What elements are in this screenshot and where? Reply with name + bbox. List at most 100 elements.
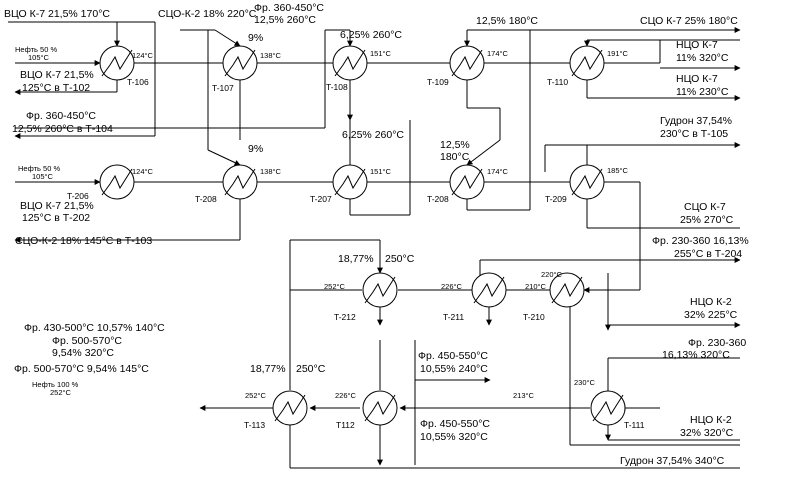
exchanger-tag: T112 [336, 420, 355, 430]
label-fr450-550-240-1: Фр. 450-550°С [418, 350, 488, 362]
exchanger-tag: T-208 [195, 194, 217, 204]
label-pct625-top: 6,25% 260°С [340, 29, 402, 41]
label-fr360-450-top-2: 12,5% 260°С [254, 14, 316, 26]
label-fr500-570-2: 9,54% 320°С [52, 347, 114, 359]
label-fr230-360-out-2: 16,13% 320°С [662, 349, 730, 361]
heat-exchanger-t-107: T-107 138°C [212, 45, 282, 93]
exchanger-tag: T-113 [244, 420, 265, 430]
exchanger-temperature: 138°C [260, 51, 282, 60]
heat-exchanger-t-113: T-113 252°C [244, 390, 308, 430]
exchanger-coil-icon [334, 49, 366, 77]
label-fr500-570-1: Фр. 500-570°С [52, 335, 122, 347]
exchanger-coil-icon [473, 276, 505, 304]
label-sco-k7-25-1: СЦО К-7 [684, 201, 726, 213]
exchanger-tag: T-107 [212, 83, 234, 93]
label-neft100-a: Нефть 100 % [32, 380, 79, 389]
label-gudron-t105-2: 230°С в Т-105 [660, 128, 728, 140]
exchanger-temperature: 124°C [132, 167, 154, 176]
exchanger-tag: T-207 [310, 194, 332, 204]
label-nco-k7-320-2: 11% 320°С [676, 52, 729, 64]
heat-exchanger-t-106: T-106 124°C [99, 45, 154, 87]
label-vco-k7-t102-1: ВЦО К-7 21,5% [20, 69, 94, 81]
exchanger-tag: T-211 [443, 312, 464, 322]
label-nco-k7-320-1: НЦО К-7 [676, 39, 718, 51]
label-fr230-360-t204-2: 255°С в Т-204 [674, 248, 742, 260]
label-pct125-mid-2: 180°С [440, 151, 470, 163]
label-pct625-mid: 6,25% 260°С [342, 129, 404, 141]
label-fr450-550-320-2: 10,55% 320°С [420, 431, 488, 443]
label-neft100-b: 252°С [50, 388, 72, 397]
label-neft50-1-b: 105°С [28, 53, 50, 62]
label-gudron-t105-1: Гудрон 37,54% [660, 115, 732, 127]
label-vco-k7-t202-1: ВЦО К-7 21,5% [20, 200, 94, 212]
label-t250-b: 250°С [296, 363, 326, 375]
exchanger-coil-icon [101, 168, 133, 196]
label-vco-k7-t202-2: 125°С в Т-202 [22, 212, 90, 224]
label-sco-k7-top: СЦО К-7 25% 180°С [640, 15, 738, 27]
exchanger-temperature: 138°C [260, 167, 282, 176]
exchanger-tag: T-209 [545, 194, 567, 204]
label-fr230-360-out-1: Фр. 230-360 [688, 337, 746, 349]
exchanger-temperature: 252°C [245, 391, 267, 400]
label-pct125-top: 12,5% 180°С [476, 15, 538, 27]
label-pct9-mid: 9% [248, 143, 263, 155]
label-pct1877-b: 18,77% [250, 363, 286, 375]
exchanger-temperature: 213°C [513, 391, 535, 400]
exchanger-coil-icon [551, 276, 583, 304]
exchanger-temperature: 185°C [607, 166, 629, 175]
label-pct1877-a: 18,77% [338, 253, 374, 265]
exchanger-coil-icon [364, 394, 396, 422]
label-nco-k2-225-2: 32% 225°С [684, 309, 738, 321]
label-gudron-340: Гудрон 37,54% 340°С [620, 455, 725, 467]
heat-exchanger-t-209: T-209 185°C [545, 164, 629, 204]
label-neft50-1-a: Нефть 50 % [15, 45, 57, 54]
label-fr450-550-240-2: 10,55% 240°С [420, 363, 488, 375]
label-fr360-450-t104-1: Фр. 360-450°С [26, 110, 96, 122]
exchanger-coil-icon [274, 394, 306, 422]
label-nco-k2-320-2: 32% 320°С [680, 427, 734, 439]
label-nco-k2-225-1: НЦО К-2 [690, 296, 732, 308]
label-nco-k2-320-1: НЦО К-2 [690, 414, 732, 426]
exchanger-tag: T-106 [127, 77, 149, 87]
heat-exchanger-t-211: T-211 226°C [441, 272, 507, 322]
heat-exchanger-t-111: T-111 213°C 230°C [513, 378, 645, 430]
exchanger-temperature: 210°C [525, 282, 547, 291]
label-neft50-2-b: 105°С [32, 172, 54, 181]
label-pct9-top: 9% [248, 32, 263, 44]
exchanger-temperature: 226°C [441, 282, 463, 291]
exchanger-temperature-secondary: 230°C [574, 378, 596, 387]
exchanger-temperature: 124°C [132, 51, 154, 60]
exchanger-coil-icon [101, 49, 133, 77]
exchanger-temperature: 252°C [324, 282, 346, 291]
label-vco-k7-top: ВЦО К-7 21,5% 170°С [4, 8, 110, 20]
exchanger-tag: T-208 [427, 194, 449, 204]
exchanger-coil-icon [451, 168, 483, 196]
label-fr230-360-t204-1: Фр. 230-360 16,13% [652, 235, 749, 247]
exchanger-tag: T-110 [547, 77, 568, 87]
exchanger-coil-icon [571, 49, 603, 77]
heat-exchangers: T-106 124°C T-107 138°C T-108 151°C T-109174°C… [67, 45, 645, 430]
exchanger-tag: T-108 [326, 82, 348, 92]
exchanger-tag: T-109 [427, 77, 449, 87]
exchanger-tag: T-111 [624, 420, 645, 430]
exchanger-coil-icon [224, 49, 256, 77]
label-sco-k7-25-2: 25% 270°С [680, 214, 734, 226]
label-neft50-2-a: Нефть 50 % [18, 164, 60, 173]
label-fr500-570-145: Фр. 500-570°С 9,54% 145°С [14, 363, 149, 375]
exchanger-coil-icon [334, 168, 366, 196]
exchanger-coil-icon [592, 394, 624, 422]
label-fr450-550-320-1: Фр. 450-550°С [420, 418, 490, 430]
label-fr360-450-top-1: Фр. 360-450°С [254, 2, 324, 14]
exchanger-coil-icon [224, 168, 256, 196]
exchanger-temperature: 151°C [370, 49, 392, 58]
pipelines [8, 21, 741, 469]
label-pct125-mid-1: 12,5% [440, 139, 470, 151]
label-sco-k2-t103: СЦО-К-2 18% 145°С в Т-103 [15, 235, 152, 247]
